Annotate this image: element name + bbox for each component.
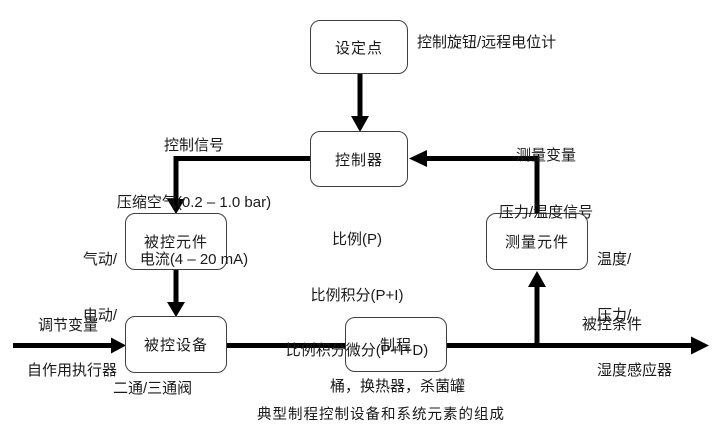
- control-signal-line3: 电流(4 – 20 mA): [139, 251, 249, 268]
- sensor-line2: 压力/: [597, 306, 632, 324]
- arrowhead-into-controller-top: [351, 116, 369, 132]
- setpoint-box-label: 设定点: [334, 39, 383, 57]
- pid-line3: 比例积分微分(P+I+D): [285, 342, 429, 359]
- sensor-line3: 湿度感应器: [597, 362, 673, 379]
- actuator-line2: 电动/: [82, 306, 117, 324]
- setpoint-note: 控制旋钮/远程电位计: [417, 34, 557, 51]
- measured-variable-line2: 压力/温度信号: [498, 204, 594, 221]
- controlled-element-box: 被控元件: [125, 213, 227, 270]
- pid-line1: 比例(P): [332, 231, 382, 248]
- measured-variable-note: 测量变量 压力/温度信号: [462, 108, 630, 260]
- arrowhead-into-controller-right: [409, 150, 427, 167]
- control-signal-note: 控制信号 压缩空气(0.2 – 1.0 bar) 电流(4 – 20 mA): [85, 98, 303, 307]
- arrowhead-into-sensor: [528, 271, 546, 287]
- diagram-caption: 典型制程控制设备和系统元素的组成: [257, 407, 505, 423]
- sensor-line1: 温度/: [597, 251, 632, 268]
- measuring-element-box-label: 测量元件: [504, 234, 569, 251]
- controlled-device-box-label: 被控设备: [143, 337, 208, 354]
- arrow-sensor-to-controller: [426, 156, 540, 215]
- arrowhead-into-device-left: [111, 337, 126, 354]
- controlled-condition-label: 被控条件: [582, 316, 643, 333]
- process-note: 桶，换热器，杀菌罐: [330, 378, 466, 395]
- sensor-note: 温度/ 压力/ 湿度感应器: [597, 214, 672, 418]
- process-box: 制程: [345, 317, 447, 372]
- controlled-element-box-label: 被控元件: [143, 234, 208, 251]
- arrowhead-into-device: [167, 302, 185, 317]
- actuator-note: 气动/ 电动/ 自作用执行器: [20, 214, 117, 418]
- controlled-device-box: 被控设备: [125, 316, 227, 373]
- actuator-line1: 气动/: [82, 251, 117, 268]
- control-signal-line1: 控制信号: [163, 137, 224, 154]
- actuator-line3: 自作用执行器: [26, 362, 117, 379]
- arrow-controller-to-element: [173, 156, 312, 200]
- pid-line2: 比例积分(P+I): [310, 286, 404, 304]
- setpoint-box: 设定点: [310, 20, 408, 74]
- arrowhead-output: [691, 336, 709, 355]
- controller-box: 控制器: [310, 131, 408, 187]
- pid-modes-note: 比例(P) 比例积分(P+I) 比例积分微分(P+I+D): [257, 194, 457, 398]
- control-signal-line2: 压缩空气(0.2 – 1.0 bar): [116, 194, 272, 211]
- arrowhead-into-element: [167, 199, 185, 214]
- valve-note: 二通/三通阀: [113, 380, 193, 397]
- measured-variable-line1: 测量变量: [515, 147, 576, 164]
- controller-box-label: 控制器: [334, 151, 383, 169]
- process-box-label: 制程: [379, 337, 412, 354]
- measuring-element-box: 测量元件: [486, 213, 588, 270]
- manipulated-variable-label: 调节变量: [38, 317, 99, 334]
